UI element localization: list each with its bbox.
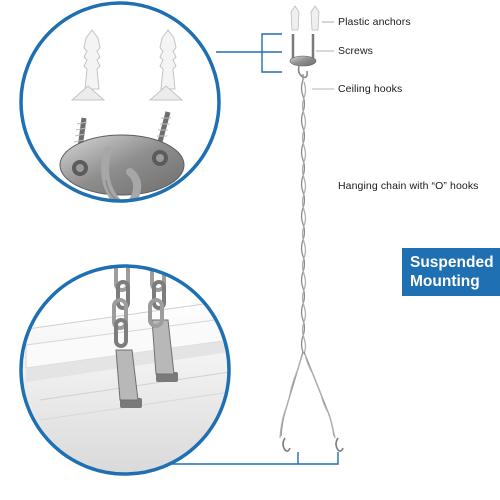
chain-detail-right (148, 266, 166, 328)
leader-lines (312, 21, 334, 90)
anchor-small-right (310, 5, 320, 31)
o-hooks-bottom (282, 437, 344, 452)
mounting-clip-right (151, 319, 178, 382)
bottom-detail-circle (19, 264, 231, 476)
screw-right (157, 111, 171, 143)
label-plastic-anchors: Plastic anchors (338, 16, 411, 28)
label-ceiling-hooks: Ceiling hooks (338, 83, 403, 95)
label-hanging-chain: Hanging chain with “O” hooks (338, 180, 479, 192)
ceiling-hook-plate (59, 134, 185, 196)
anchor-small-left (290, 5, 300, 31)
top-detail-circle (19, 1, 221, 203)
plastic-anchor-right (148, 29, 184, 101)
ceiling-hook (101, 146, 142, 201)
label-screws: Screws (338, 45, 374, 57)
mounting-clip-left (115, 349, 142, 408)
badge-line-2: Mounting (410, 273, 480, 290)
plastic-anchor-left (70, 29, 106, 101)
chain-detail-left (112, 266, 130, 348)
hanging-chain (279, 74, 336, 439)
badge-line-1: Suspended (410, 254, 494, 271)
hook-plate-small (289, 55, 317, 67)
connector-top-down (261, 52, 282, 73)
connector-top (216, 33, 282, 53)
ceiling-hardware (289, 5, 320, 79)
suspended-mounting-badge: Suspended Mounting (402, 248, 500, 296)
